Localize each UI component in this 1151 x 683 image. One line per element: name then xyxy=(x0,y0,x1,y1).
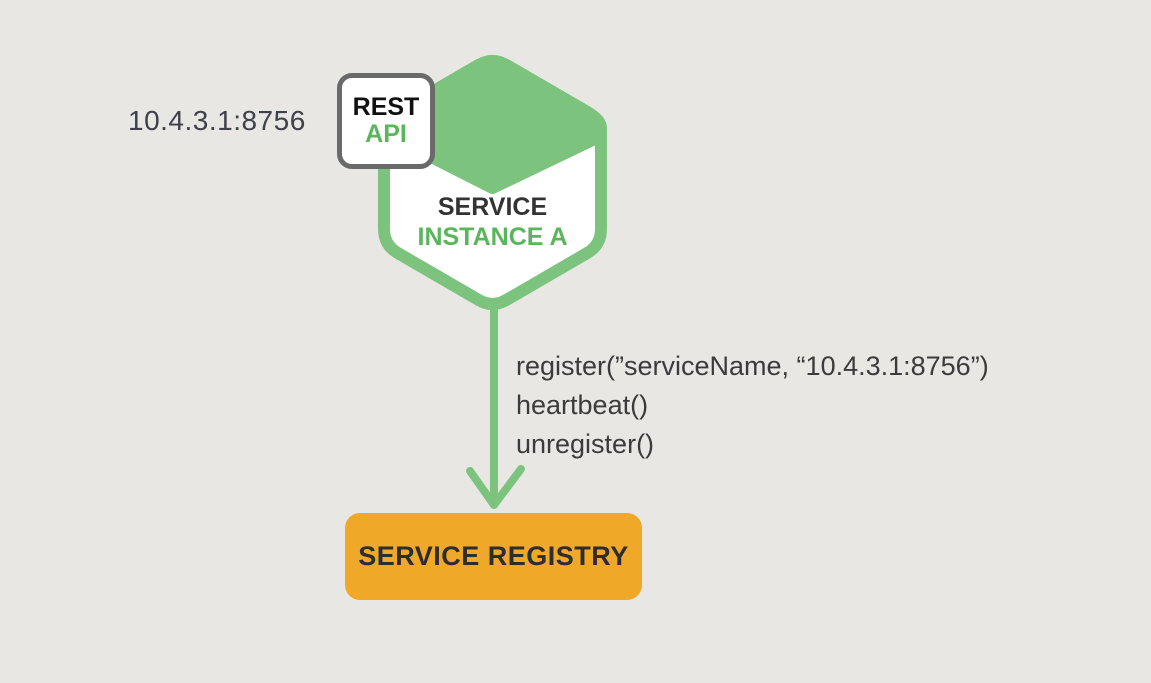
service-registry-box: SERVICE REGISTRY xyxy=(345,513,642,600)
arrow-head-icon xyxy=(466,465,525,509)
ip-address-label: 10.4.3.1:8756 xyxy=(128,105,306,136)
api-calls-label: register(”serviceName, “10.4.3.1:8756”) … xyxy=(516,347,989,464)
registration-arrow xyxy=(466,296,525,509)
register-call-line: register(”serviceName, “10.4.3.1:8756”) xyxy=(516,351,989,381)
service-label: SERVICE xyxy=(437,193,548,221)
unregister-call-line: unregister() xyxy=(516,429,655,459)
rest-api-badge: REST API xyxy=(337,73,435,169)
rest-label: REST xyxy=(352,93,420,121)
instance-label: INSTANCE A xyxy=(417,223,568,251)
registry-label: SERVICE REGISTRY xyxy=(358,541,629,571)
api-label: API xyxy=(365,120,407,148)
heartbeat-call-line: heartbeat() xyxy=(516,390,649,420)
